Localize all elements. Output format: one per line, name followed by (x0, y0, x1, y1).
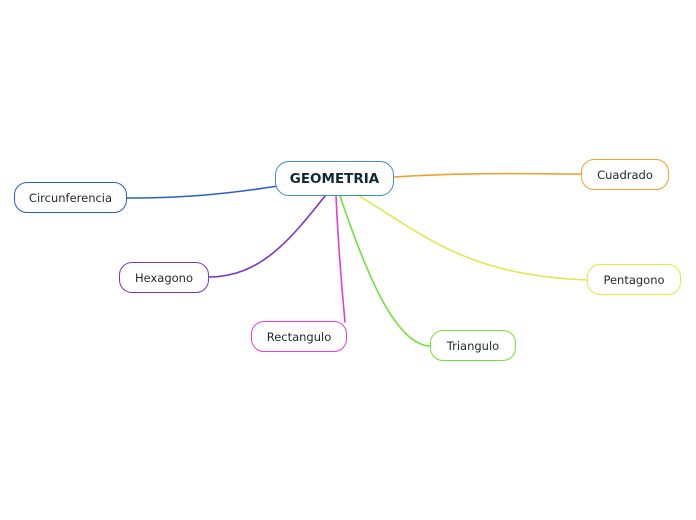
link-cuadrado (393, 172, 582, 178)
link-pentagono (357, 194, 588, 281)
node-pentagono[interactable]: Pentagono (587, 264, 681, 295)
link-circunferencia (126, 185, 279, 199)
node-rectangulo[interactable]: Rectangulo (251, 321, 347, 352)
root-node-label: GEOMETRIA (289, 170, 380, 187)
node-circunferencia[interactable]: Circunferencia (14, 182, 127, 213)
node-pentagono-label: Pentagono (603, 272, 665, 287)
node-hexagono[interactable]: Hexagono (119, 262, 209, 293)
node-cuadrado[interactable]: Cuadrado (581, 159, 669, 190)
node-hexagono-label: Hexagono (134, 270, 194, 285)
node-cuadrado-label: Cuadrado (597, 167, 653, 182)
node-triangulo-label: Triangulo (446, 338, 500, 353)
node-triangulo[interactable]: Triangulo (430, 330, 516, 361)
link-hexagono (208, 195, 326, 278)
link-triangulo (339, 195, 431, 347)
link-rectangulo (335, 195, 346, 323)
node-rectangulo-label: Rectangulo (266, 329, 332, 344)
root-node-geometria[interactable]: GEOMETRIA (275, 161, 394, 196)
node-circunferencia-label: Circunferencia (28, 190, 113, 205)
